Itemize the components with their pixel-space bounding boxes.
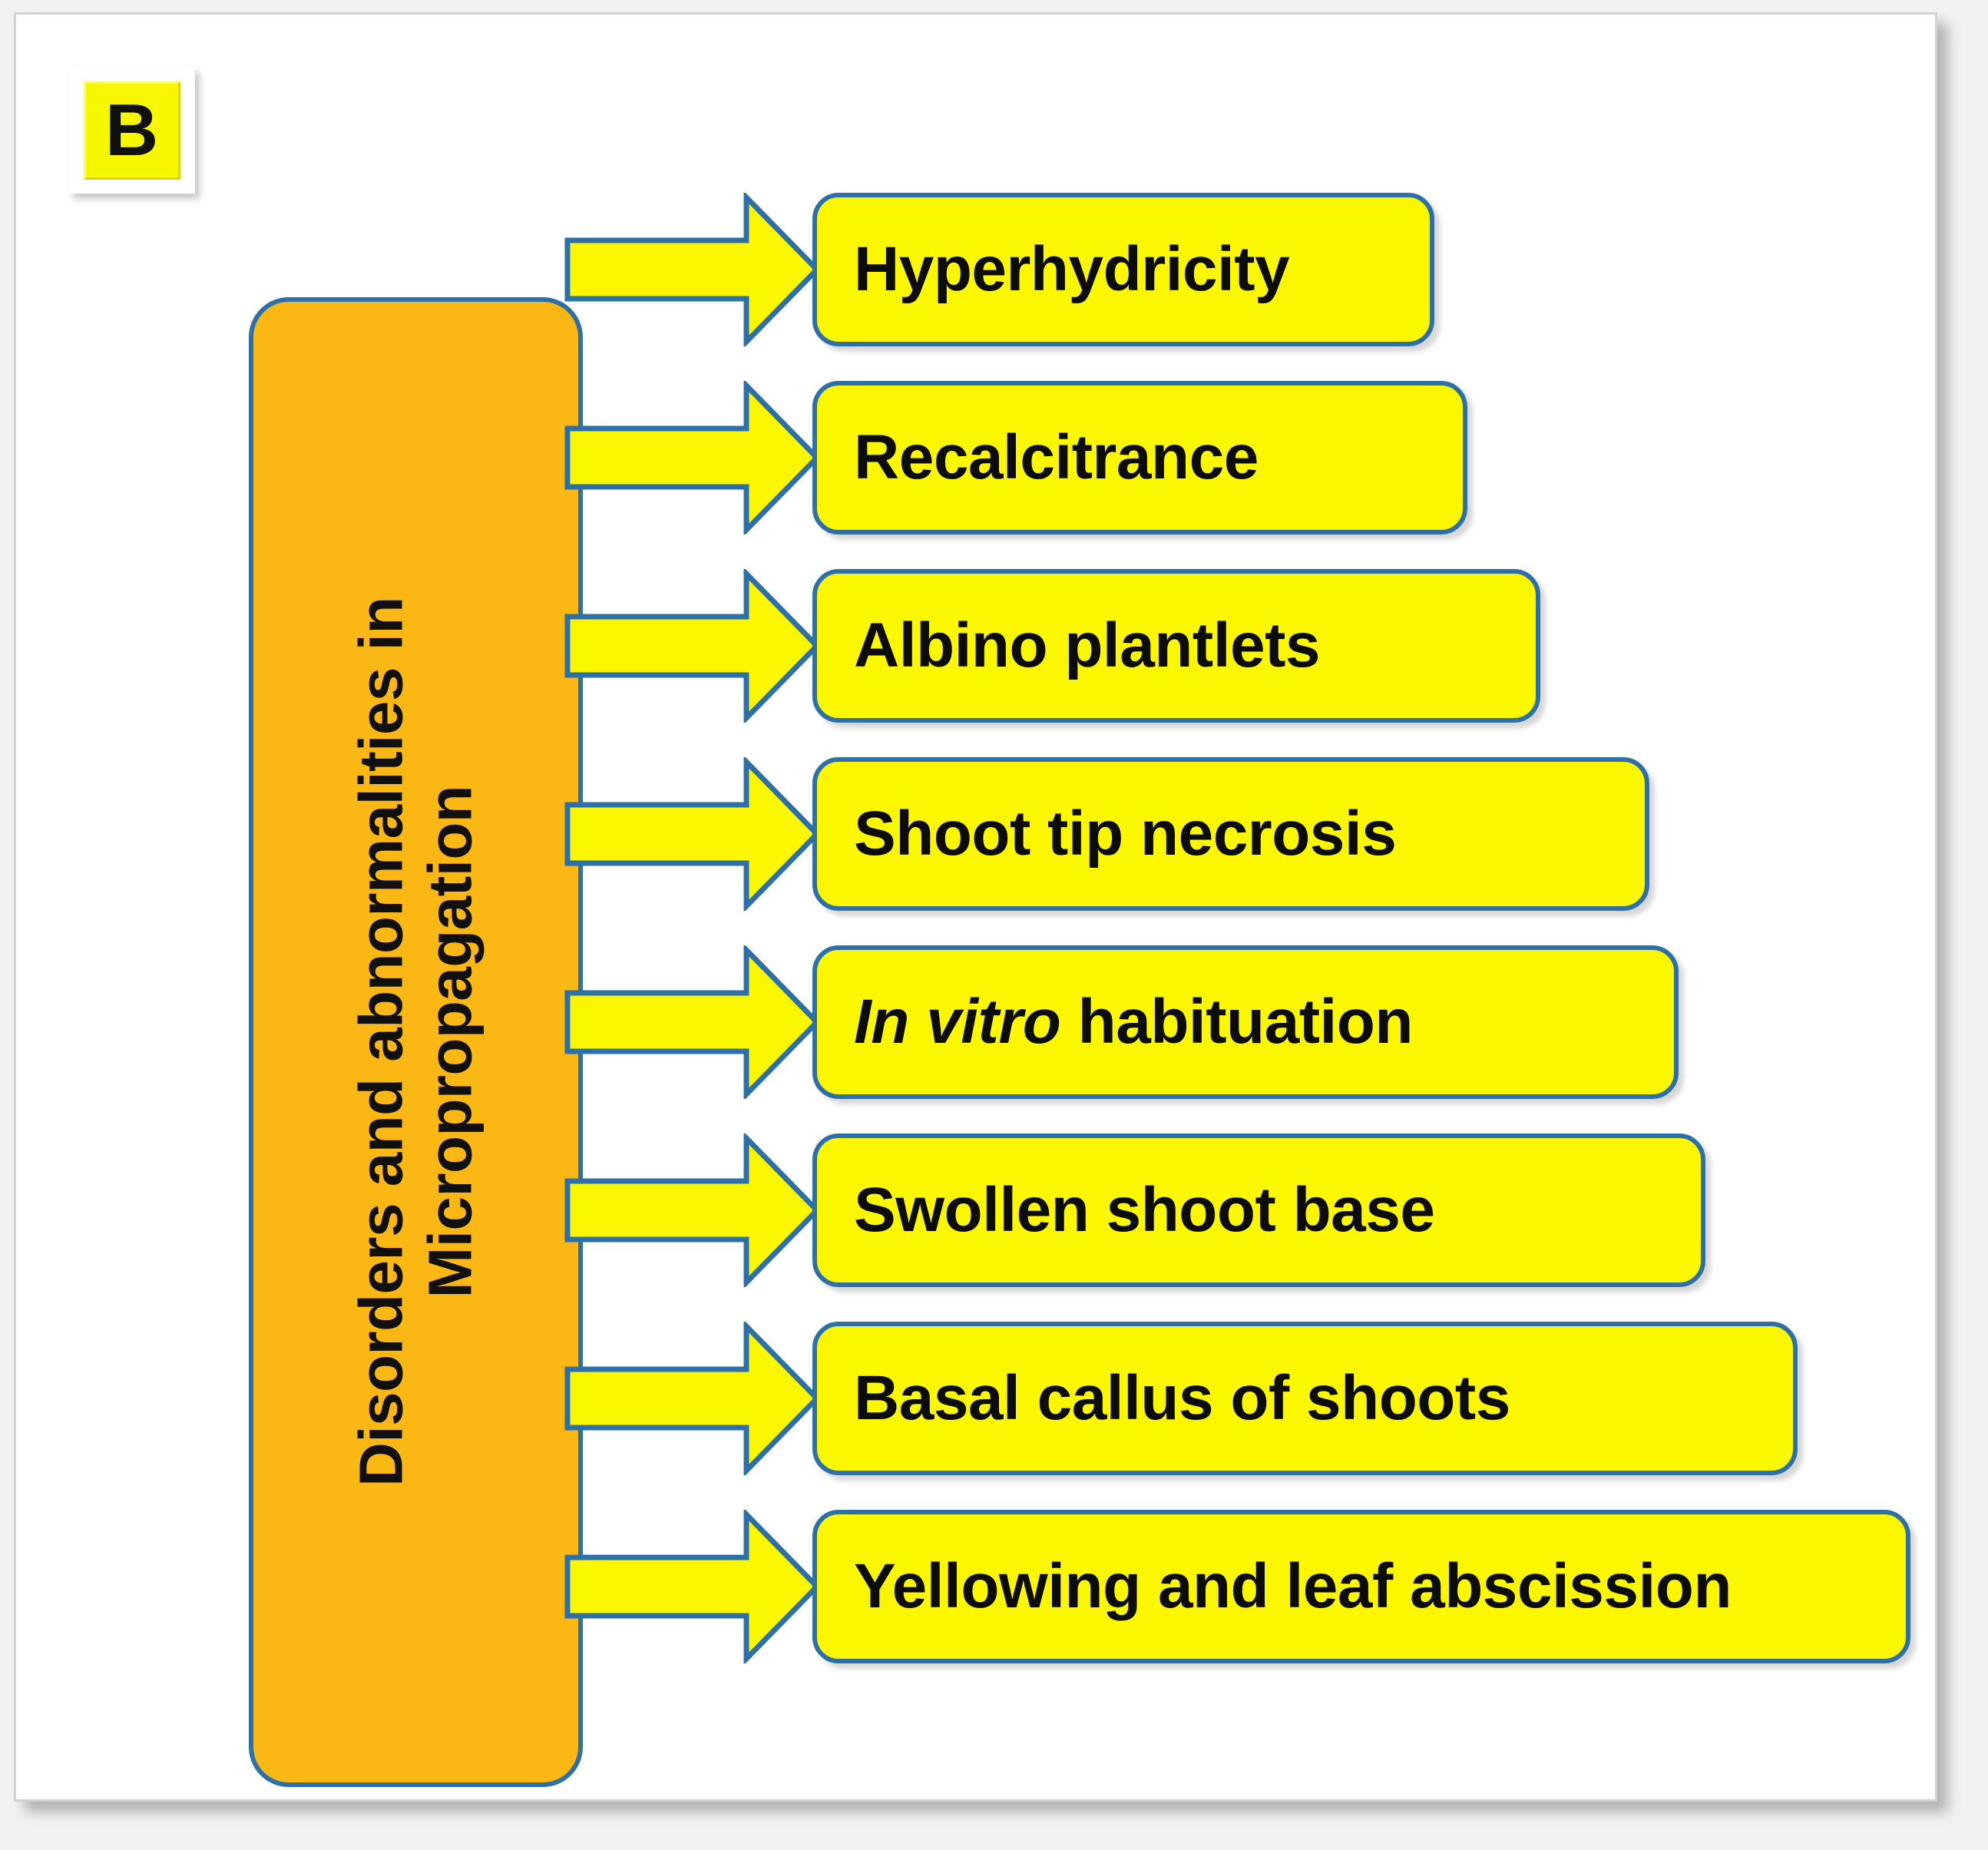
leaf-node-label: Shoot tip necrosis: [854, 799, 1397, 869]
leaf-node-label: Albino plantlets: [854, 611, 1321, 680]
leaf-node: Shoot tip necrosis: [812, 757, 1649, 911]
panel-badge: B: [68, 67, 195, 194]
leaf-node-label-italic: In vitro: [854, 987, 1061, 1057]
figure-card: B Disorders and abnormalities in Micropr…: [14, 12, 1937, 1802]
connector-arrow-icon: [564, 1133, 820, 1287]
connector-arrow-icon: [564, 1322, 820, 1475]
leaf-node-label: In vitro habituation: [854, 987, 1413, 1057]
connector-arrow-icon: [564, 569, 820, 723]
leaf-node-label: Basal callus of shoots: [854, 1363, 1510, 1433]
connector-arrow-icon: [564, 1510, 820, 1663]
connector-arrow-icon: [564, 193, 820, 346]
connector-arrow-icon: [564, 945, 820, 1099]
leaf-node: Basal callus of shoots: [812, 1322, 1798, 1475]
leaf-node-label: Hyperhydricity: [854, 234, 1290, 304]
panel-badge-square: B: [83, 81, 180, 180]
leaf-node: Recalcitrance: [812, 381, 1467, 534]
leaf-node: In vitro habituation: [812, 945, 1679, 1099]
connector-arrow-icon: [564, 381, 820, 534]
leaf-node: Albino plantlets: [812, 569, 1540, 723]
leaf-node-label: Recalcitrance: [854, 422, 1259, 492]
connector-arrow-icon: [564, 757, 820, 911]
root-node-label: Disorders and abnormalities in Microprop…: [347, 597, 485, 1488]
root-node-disorders: Disorders and abnormalities in Microprop…: [249, 297, 583, 1787]
root-node-label-line1: Disorders and abnormalities in: [346, 597, 415, 1488]
leaf-node: Yellowing and leaf abscission: [812, 1510, 1910, 1663]
leaf-node-label: Swollen shoot base: [854, 1175, 1435, 1245]
leaf-node-label: Yellowing and leaf abscission: [854, 1551, 1732, 1621]
panel-badge-letter: B: [104, 88, 159, 171]
leaf-node: Swollen shoot base: [812, 1133, 1705, 1287]
leaf-node: Hyperhydricity: [812, 193, 1434, 346]
root-node-label-line2: Micropropagation: [415, 786, 485, 1299]
